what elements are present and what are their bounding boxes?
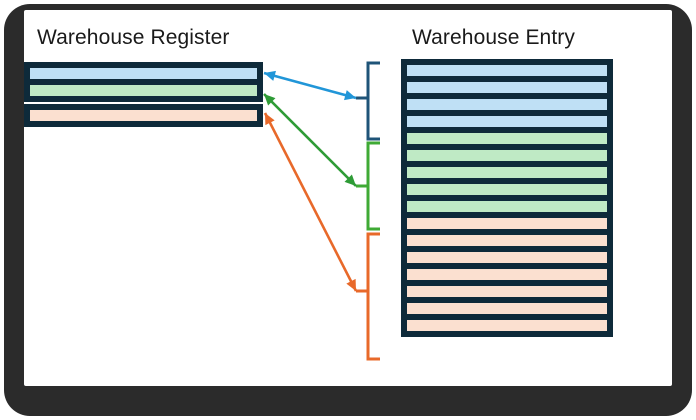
entry-row	[406, 200, 608, 213]
blue-arrow-head-start	[264, 70, 276, 81]
warehouse-entry-table	[401, 59, 613, 337]
entry-row	[406, 115, 608, 128]
green-bracket	[356, 141, 380, 231]
entry-row	[406, 64, 608, 77]
orange-arrow-head-end	[346, 278, 356, 291]
page-title-warehouse-entry: Warehouse Entry	[412, 26, 575, 49]
entry-row	[406, 268, 608, 281]
green-arrow-head-start	[264, 94, 276, 106]
entry-row	[406, 302, 608, 315]
register-group-2	[24, 104, 263, 127]
entry-row	[406, 234, 608, 247]
green-arrow-shaft	[263, 93, 357, 187]
green-bracket-body	[366, 141, 380, 231]
entry-row	[406, 81, 608, 94]
register-group-1	[24, 62, 263, 102]
warehouse-register-block	[24, 62, 263, 127]
blue-arrow	[263, 70, 357, 101]
orange-bracket-body	[366, 232, 380, 361]
green-arrow	[263, 93, 357, 187]
blue-bracket	[356, 61, 380, 141]
entry-row	[406, 98, 608, 111]
entry-row	[406, 285, 608, 298]
blue-bracket-body	[366, 61, 380, 141]
entry-row	[406, 319, 608, 332]
entry-row	[406, 251, 608, 264]
register-bar	[29, 84, 258, 97]
register-bar	[29, 67, 258, 80]
entry-row	[406, 166, 608, 179]
green-arrow-head-end	[344, 174, 356, 186]
entry-row	[406, 149, 608, 162]
diagram-canvas: Warehouse Register Warehouse Entry	[24, 10, 672, 386]
blue-arrow-shaft	[263, 71, 357, 100]
orange-arrow-head-start	[265, 113, 275, 126]
orange-arrow	[263, 112, 358, 292]
orange-bracket	[356, 232, 380, 361]
blue-arrow-head-end	[344, 90, 356, 101]
page-title-warehouse-register: Warehouse Register	[37, 26, 230, 49]
entry-row	[406, 132, 608, 145]
entry-row	[406, 217, 608, 230]
register-bar	[29, 109, 258, 122]
orange-arrow-shaft	[263, 112, 358, 292]
entry-row	[406, 183, 608, 196]
